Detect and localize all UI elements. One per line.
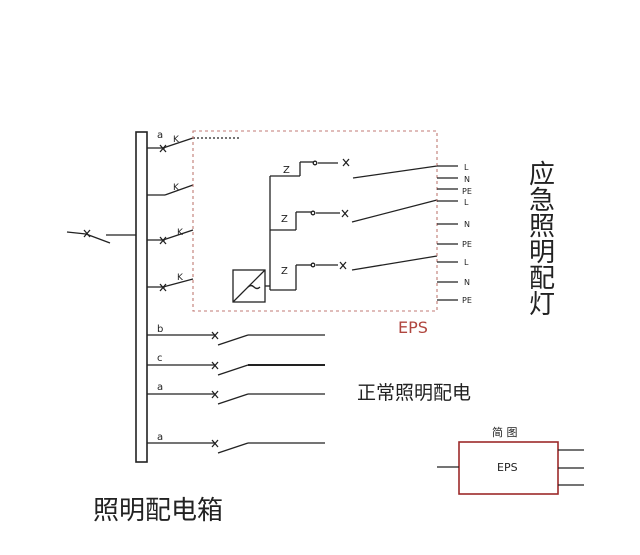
transfer-switch-label-z2: Z	[281, 214, 288, 225]
eps-branch-4	[147, 278, 194, 292]
eps-output-terminals	[437, 165, 458, 301]
branch-label-c: c	[157, 353, 163, 364]
switch-label-k4: K	[177, 273, 184, 283]
terminal-pe3: PE	[462, 296, 472, 305]
normal-branch-a-2	[147, 439, 325, 454]
simple-diagram-title: 简 图	[492, 425, 518, 439]
terminal-n1: N	[464, 175, 470, 184]
incoming-switch-blade	[85, 233, 111, 244]
incoming-switch-x2	[83, 229, 91, 238]
transfer-switch-label-z1: Z	[283, 165, 290, 176]
transfer-switch-label-z3: Z	[281, 266, 288, 277]
terminal-pe1: PE	[462, 187, 472, 196]
busbar	[135, 131, 148, 463]
incoming-line	[66, 231, 87, 235]
eps-branch-3	[147, 229, 194, 245]
eps-enclosure	[192, 130, 438, 312]
switch-label-k1: K	[173, 135, 180, 145]
eps-branch-1	[147, 137, 194, 153]
switch-label-k3: K	[177, 228, 184, 238]
eps-branch-2	[147, 184, 194, 196]
terminal-l2: L	[464, 198, 469, 207]
simple-diagram	[437, 441, 584, 495]
branch-label-a-top: a	[157, 130, 163, 141]
branch-label-a-2: a	[157, 432, 163, 443]
terminal-n2: N	[464, 220, 470, 229]
emergency-lighting-label: 应急照明配灯	[526, 160, 555, 316]
terminal-pe2: PE	[462, 240, 472, 249]
eps-label: EPS	[398, 318, 428, 337]
cabinet-title: 照明配电箱	[93, 496, 223, 525]
normal-lighting-label: 正常照明配电	[357, 382, 471, 404]
terminal-n3: N	[464, 278, 470, 287]
terminal-l3: L	[464, 258, 469, 267]
eps-internal-circuit	[193, 137, 438, 303]
simple-eps-label: EPS	[497, 461, 518, 474]
switch-label-k2: K	[173, 183, 180, 193]
normal-branch-a	[147, 390, 325, 405]
terminal-l1: L	[464, 163, 469, 172]
normal-branch-c	[147, 361, 325, 376]
branch-label-b: b	[157, 324, 163, 335]
normal-branch-b	[147, 331, 325, 346]
branch-label-a: a	[157, 382, 163, 393]
